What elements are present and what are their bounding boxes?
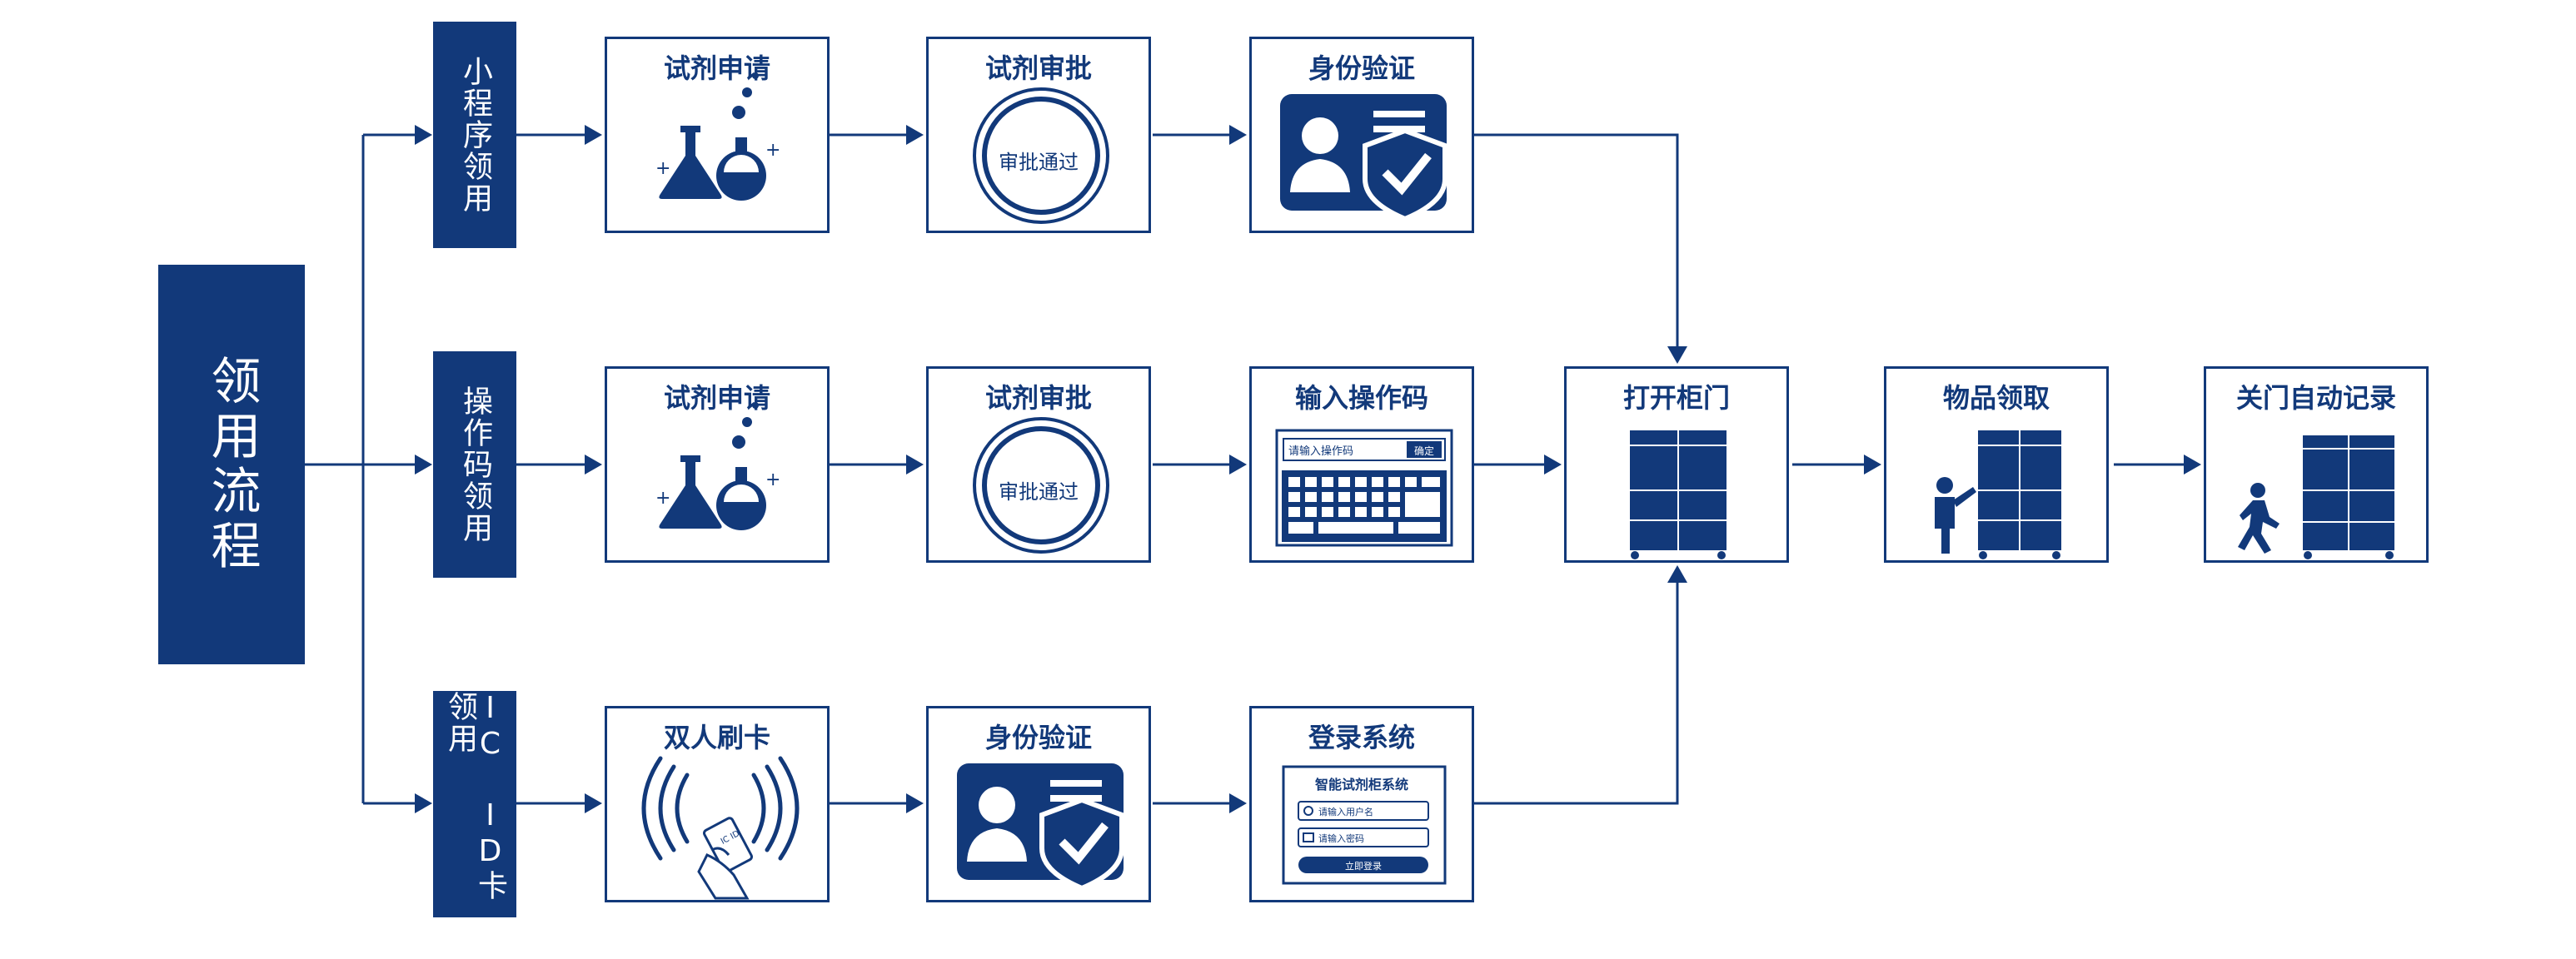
step-dual-card-swipe: 双人刷卡 IC ID xyxy=(605,706,830,902)
step-title: 试剂审批 xyxy=(984,52,1092,84)
mode-label: IC ID卡领用 xyxy=(443,691,507,902)
flask-icon: + + xyxy=(655,72,780,201)
step-title: 身份验证 xyxy=(1308,52,1415,84)
card-swipe-icon xyxy=(641,756,800,900)
step-close-auto-record: 关门自动记录 xyxy=(2204,366,2429,563)
login-title: 智能试剂柜系统 xyxy=(1314,777,1408,793)
step-title: 身份验证 xyxy=(984,722,1092,753)
step-reagent-apply: 试剂申请 + + xyxy=(605,366,830,563)
step-open-cabinet: 打开柜门 xyxy=(1564,366,1789,563)
svg-text:+: + xyxy=(765,470,780,490)
code-input-placeholder: 请输入操作码 xyxy=(1288,445,1354,458)
id-verify-icon xyxy=(957,763,1124,892)
walking-away-icon xyxy=(2238,435,2394,559)
step-title: 试剂审批 xyxy=(984,382,1092,414)
login-button: 立即登录 xyxy=(1345,861,1382,872)
step-title: 试剂申请 xyxy=(663,382,770,414)
step-title: 物品领取 xyxy=(1942,382,2050,414)
flask-icon: + + xyxy=(655,402,780,530)
svg-text:+: + xyxy=(655,488,670,509)
svg-text:+: + xyxy=(765,140,780,161)
step-title: 试剂申请 xyxy=(663,52,770,84)
step-identity-verify: 身份验证 xyxy=(1249,37,1474,233)
step-reagent-apply: 试剂申请 + + xyxy=(605,37,830,233)
id-verify-icon xyxy=(1280,94,1447,222)
mode-operation-code: 操作码领用 xyxy=(433,351,516,578)
person-at-cabinet-icon xyxy=(1935,430,2061,559)
mode-ic-card: IC ID卡领用 xyxy=(433,691,516,917)
stamp-text: 审批通过 xyxy=(999,151,1079,174)
step-title: 关门自动记录 xyxy=(2235,382,2396,414)
step-identity-verify: 身份验证 xyxy=(926,706,1151,902)
keypad-icon xyxy=(1275,429,1453,547)
step-enter-code: 输入操作码 请输入操作码 确定 xyxy=(1249,366,1474,563)
svg-text:+: + xyxy=(655,158,670,179)
cabinet-icon xyxy=(1630,430,1726,559)
approval-stamp-icon xyxy=(973,417,1109,554)
step-title: 双人刷卡 xyxy=(663,722,770,753)
mode-mini-program: 小程序领用 xyxy=(433,22,516,248)
root-node: 领用流程 xyxy=(158,265,305,664)
mode-label: 操作码领用 xyxy=(458,385,492,544)
step-title: 输入操作码 xyxy=(1294,382,1428,414)
username-placeholder: 请输入用户名 xyxy=(1318,807,1373,817)
step-reagent-approve: 试剂审批 审批通过 xyxy=(926,366,1151,563)
step-title: 打开柜门 xyxy=(1622,382,1730,414)
stamp-text: 审批通过 xyxy=(999,480,1079,504)
step-login-system: 登录系统 智能试剂柜系统 请输入用户名 请输入密码 立即登录 xyxy=(1249,706,1474,902)
step-take-item: 物品领取 xyxy=(1884,366,2109,563)
code-confirm-button: 确定 xyxy=(1413,445,1434,457)
root-title: 领用流程 xyxy=(202,355,261,574)
approval-stamp-icon xyxy=(973,87,1109,224)
step-reagent-approve: 试剂审批 审批通过 xyxy=(926,37,1151,233)
step-title: 登录系统 xyxy=(1308,722,1415,753)
password-placeholder: 请输入密码 xyxy=(1318,833,1364,844)
mode-label: 小程序领用 xyxy=(458,56,492,214)
login-form-icon xyxy=(1282,765,1447,885)
